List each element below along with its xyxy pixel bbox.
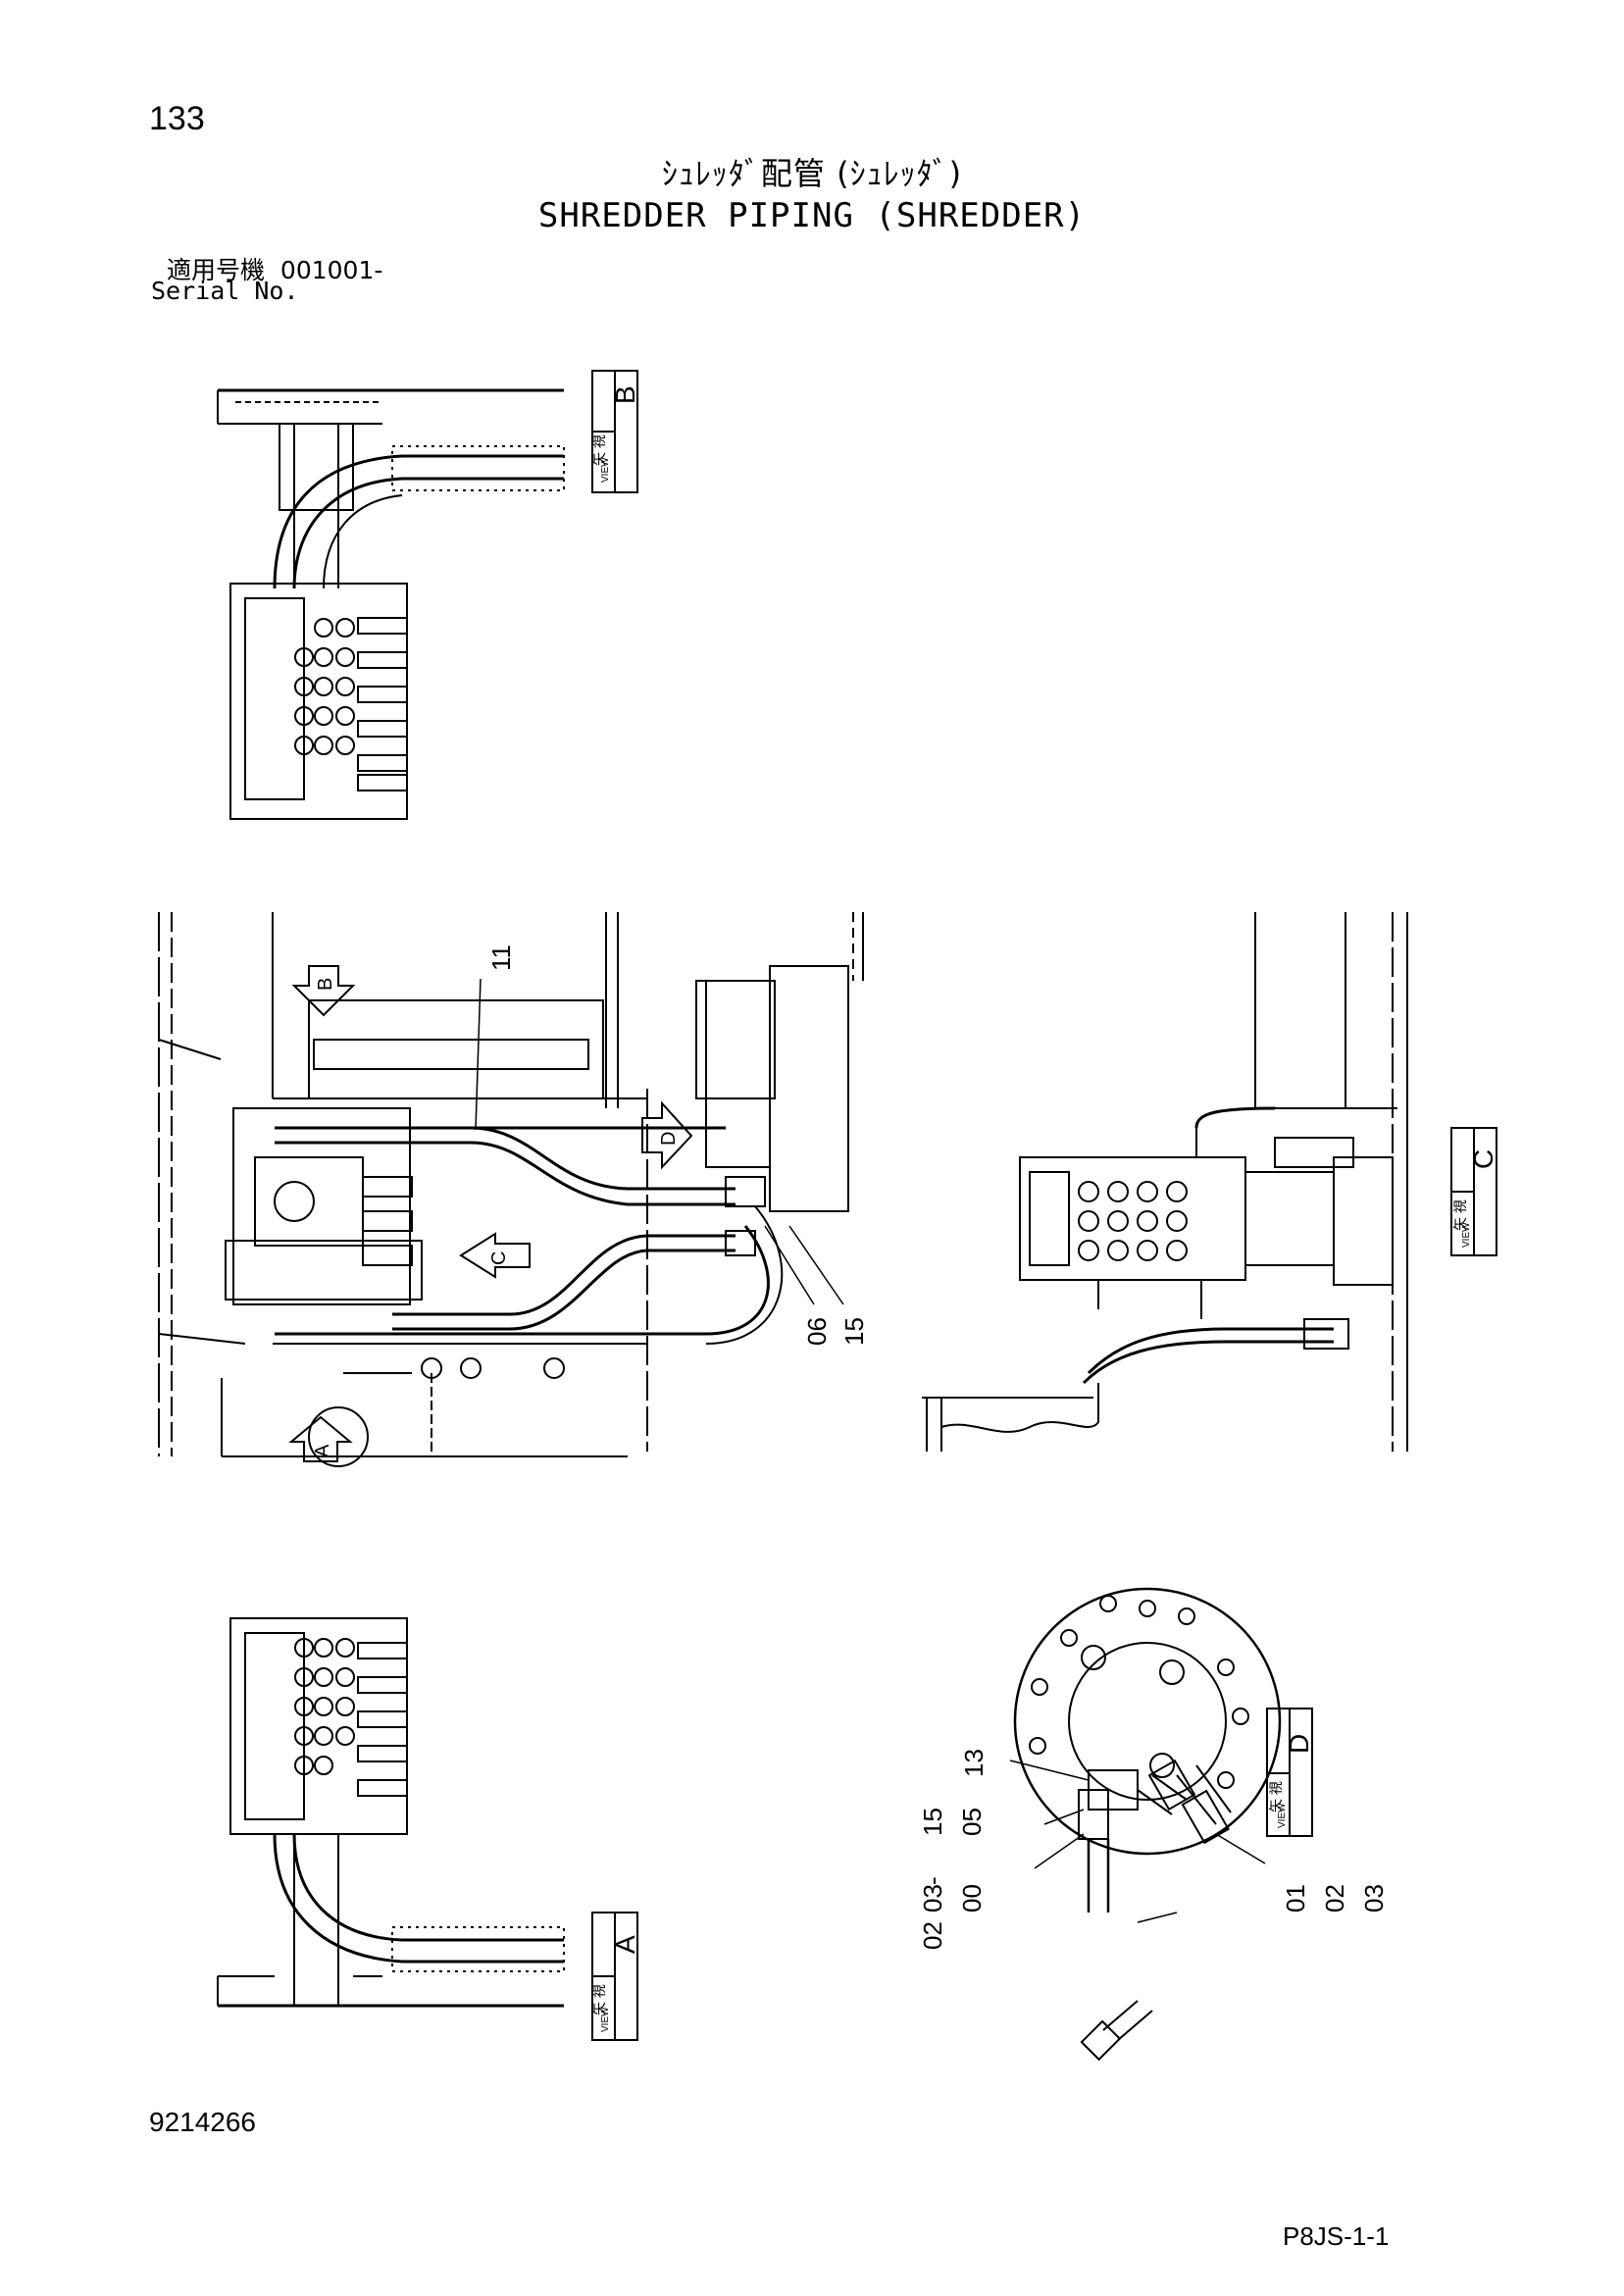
callout-15-d: 15 (918, 1808, 947, 1836)
view-b-label-jp: 矢 視 (591, 434, 607, 466)
view-a-label-jp: 矢 視 (591, 1984, 607, 2015)
view-c-letter: C (1468, 1149, 1498, 1169)
view-c-drawing (922, 912, 1408, 1452)
view-b-ports (294, 618, 355, 755)
view-b-letter: B (610, 385, 640, 404)
callout-05: 05 (957, 1808, 987, 1836)
serial-value: 001001- (279, 256, 383, 284)
callout-11: 11 (486, 944, 516, 971)
callout-00: 00 (957, 1884, 987, 1913)
callout-03-left: 03 (918, 1884, 947, 1913)
arrow-d-letter: D (658, 1132, 680, 1146)
page-number: 133 (149, 100, 205, 137)
arrow-c (459, 1232, 531, 1279)
callout-02-right: 02 (1320, 1884, 1349, 1913)
page-title: SHREDDER PIPING (SHREDDER) (537, 196, 1087, 235)
callout-dash-left-1: - (918, 1876, 947, 1885)
arrow-c-letter: C (488, 1251, 510, 1265)
view-c-label-jp: 矢 視 (1452, 1199, 1468, 1231)
callout-15: 15 (839, 1317, 869, 1346)
page-title-japanese: ｼｭﾚｯﾀﾞ配管 (ｼｭﾚｯﾀﾞ) (661, 155, 963, 192)
serial-label-english: Serial No. (151, 277, 299, 305)
view-a-letter: A (610, 1935, 640, 1954)
callout-13: 13 (959, 1749, 989, 1777)
view-b-label-en: VIEW (600, 457, 611, 483)
view-d-label-en: VIEW (1277, 1803, 1288, 1828)
view-c-ports (1078, 1181, 1188, 1261)
main-view-drawing (158, 912, 864, 1467)
view-a-ports (294, 1638, 355, 1775)
view-c-label-en: VIEW (1461, 1222, 1472, 1248)
serial-label-jp-text: 適用号機 (167, 256, 266, 284)
view-a-label-en: VIEW (600, 2007, 611, 2032)
callout-03-right: 03 (1359, 1884, 1389, 1913)
view-b-spools (357, 617, 408, 791)
view-a-spools (357, 1642, 408, 1797)
arrow-b-letter: B (315, 978, 336, 991)
arrow-a (288, 1415, 353, 1462)
callout-01: 01 (1281, 1884, 1310, 1913)
arrow-a-letter: A (312, 1444, 333, 1457)
view-b-drawing (217, 370, 638, 820)
view-d-letter: D (1284, 1734, 1314, 1754)
view-d-label-jp: 矢 視 (1268, 1781, 1284, 1812)
callout-02-left: 02 (918, 1921, 947, 1950)
view-a-drawing (217, 1617, 565, 2008)
document-number: 9214266 (149, 2107, 257, 2137)
arrow-b (291, 965, 356, 1017)
serial-label-japanese: 適用号機 001001- (167, 251, 382, 286)
view-d-drawing (1009, 1587, 1282, 2062)
sheet-code: P8JS-1-1 (1283, 2221, 1390, 2251)
arrow-d (641, 1100, 693, 1170)
callout-06: 06 (802, 1317, 832, 1346)
